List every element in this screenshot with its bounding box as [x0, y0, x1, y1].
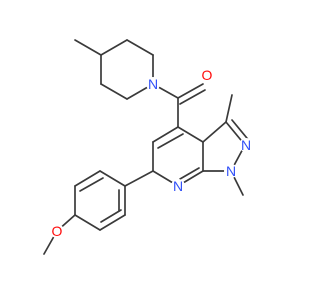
molecule-structure-diagram: O N N N N O — [43, 39, 253, 255]
bond — [177, 126, 204, 143]
pyrazole-n2-label: N — [241, 137, 251, 153]
bond — [74, 39, 102, 56]
bond — [74, 170, 101, 187]
bond — [100, 39, 128, 56]
bond — [157, 133, 184, 149]
bonds-layer — [43, 39, 252, 255]
bond — [202, 121, 227, 143]
bond — [79, 177, 104, 192]
pyridine-nitrogen-atom: N — [171, 178, 185, 194]
bond — [100, 209, 122, 223]
bond — [99, 170, 126, 187]
bond — [179, 89, 206, 105]
piperidine-nitrogen-label: N — [148, 76, 158, 92]
bond — [126, 39, 154, 56]
methoxy-oxygen-label: O — [52, 223, 63, 239]
atoms-layer: O N N N N O — [50, 67, 253, 239]
piperidine-nitrogen-atom: N — [146, 76, 160, 92]
bond — [177, 83, 204, 99]
carbonyl-oxygen-atom: O — [199, 67, 215, 83]
pyrazole-n1-atom: N — [224, 163, 238, 179]
bond — [152, 126, 179, 143]
bond — [99, 214, 126, 231]
bond — [100, 83, 128, 100]
carbonyl-oxygen-label: O — [202, 67, 213, 83]
pyridine-nitrogen-label: N — [173, 178, 183, 194]
bond — [74, 214, 101, 231]
pyrazole-n2-atom: N — [239, 137, 253, 153]
bond — [225, 94, 233, 123]
methoxy-oxygen-atom: O — [50, 223, 64, 239]
pyrazole-n1-label: N — [226, 163, 236, 179]
bond — [179, 167, 200, 180]
bond — [124, 170, 154, 187]
